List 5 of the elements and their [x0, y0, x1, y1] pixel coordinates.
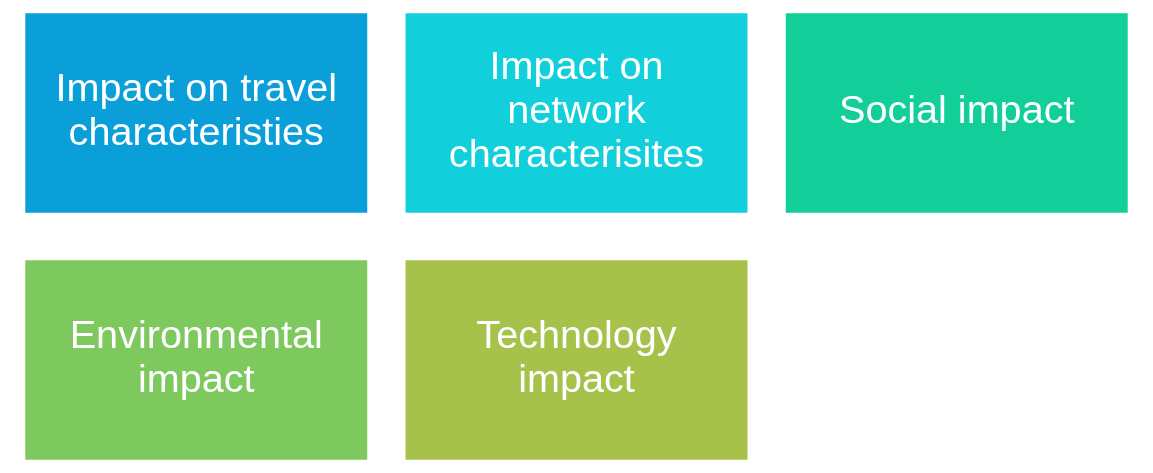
node-box: Technology impact — [405, 260, 748, 460]
node-box: Impact on travel characteristies — [25, 13, 368, 213]
node-box: Impact on network characterisites — [405, 13, 748, 213]
node-box: Environmental impact — [25, 260, 368, 460]
node-box: Social impact — [785, 13, 1128, 213]
